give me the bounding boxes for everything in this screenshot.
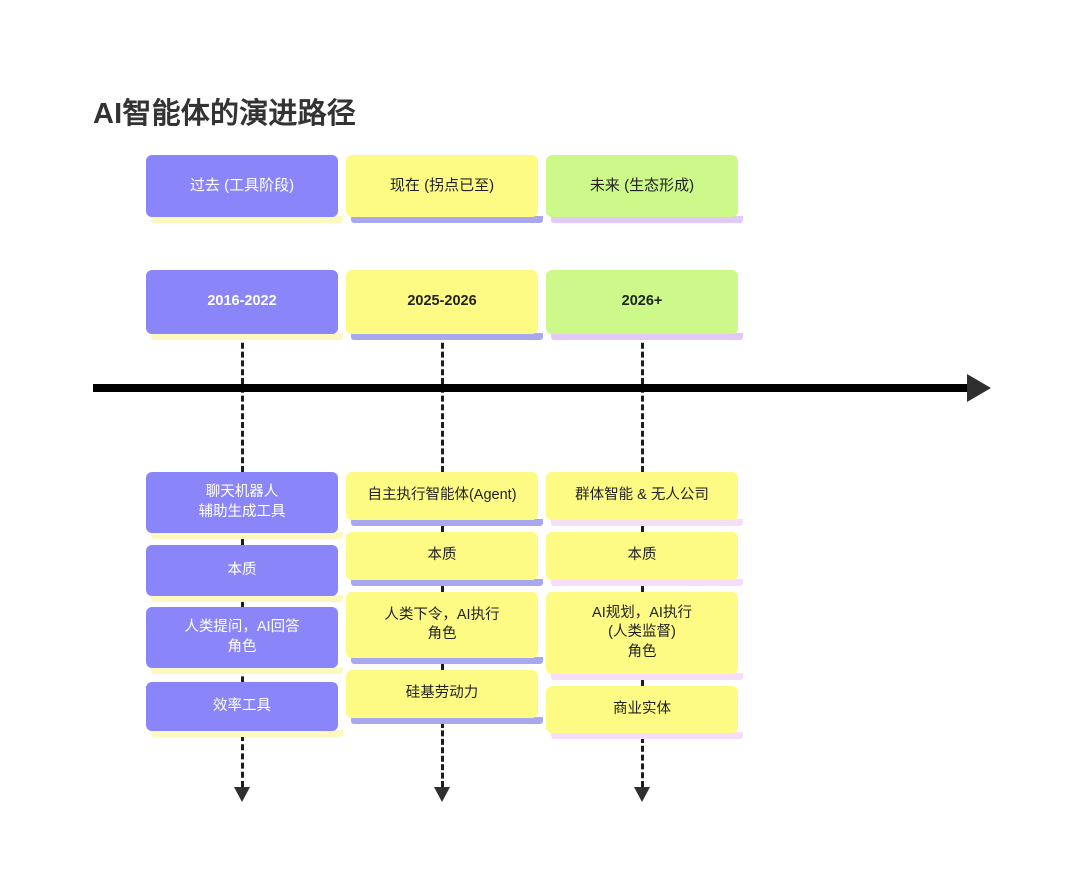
timeline-axis bbox=[93, 384, 973, 392]
dash-terminal-future-arrow-icon bbox=[634, 787, 650, 802]
date-card-present[interactable]: 2025-2026 bbox=[346, 270, 538, 334]
header-card-past[interactable]: 过去 (工具阶段) bbox=[146, 155, 338, 217]
content-card-shadow-future-1 bbox=[551, 519, 743, 526]
content-card-shadow-present-2 bbox=[351, 579, 543, 586]
content-card-shadow-present-1 bbox=[351, 519, 543, 526]
content-card-shadow-future-2 bbox=[551, 579, 743, 586]
header-card-future-label: 未来 (生态形成) bbox=[589, 177, 695, 195]
dash-terminal-present-arrow-icon bbox=[434, 787, 450, 802]
dash-connector-present-2 bbox=[440, 580, 444, 592]
content-card-present-2-label: 本质 bbox=[427, 547, 457, 564]
content-card-past-4-label: 效率工具 bbox=[213, 697, 271, 714]
content-card-present-1[interactable]: 自主执行智能体(Agent) bbox=[346, 472, 538, 520]
date-card-past-label: 2016-2022 bbox=[207, 293, 277, 310]
date-card-future-label: 2026+ bbox=[621, 293, 663, 310]
content-card-past-4[interactable]: 效率工具 bbox=[146, 682, 338, 731]
content-card-future-3[interactable]: AI规划，AI执行 (人类监督) 角色 bbox=[546, 592, 738, 674]
dash-connector-present-1 bbox=[440, 520, 444, 532]
content-card-present-4[interactable]: 硅基劳动力 bbox=[346, 670, 538, 718]
content-card-shadow-past-4 bbox=[151, 730, 343, 737]
date-card-present-label: 2025-2026 bbox=[407, 293, 477, 310]
header-card-present-label: 现在 (拐点已至) bbox=[389, 177, 495, 195]
content-card-future-3-label: AI规划，AI执行 (人类监督) 角色 bbox=[592, 605, 692, 660]
content-card-past-2-label: 本质 bbox=[227, 561, 257, 578]
content-card-shadow-present-3 bbox=[351, 657, 543, 664]
timeline-arrow-icon bbox=[967, 374, 991, 402]
dash-terminal-future bbox=[640, 737, 644, 787]
content-card-future-2[interactable]: 本质 bbox=[546, 532, 738, 580]
content-card-present-3-label: 人类下令，AI执行 角色 bbox=[384, 606, 500, 642]
dash-connector-future-2 bbox=[640, 580, 644, 592]
date-card-shadow-past bbox=[151, 333, 343, 340]
header-card-future[interactable]: 未来 (生态形成) bbox=[546, 155, 738, 217]
page-title: AI智能体的演进路径 bbox=[93, 98, 357, 130]
content-card-future-1-label: 群体智能 & 无人公司 bbox=[575, 487, 709, 504]
content-card-future-2-label: 本质 bbox=[627, 547, 657, 564]
header-card-shadow-past bbox=[151, 216, 343, 223]
content-card-shadow-future-4 bbox=[551, 732, 743, 739]
dash-connector-present-3 bbox=[440, 658, 444, 670]
date-card-shadow-future bbox=[551, 333, 743, 340]
date-card-shadow-present bbox=[351, 333, 543, 340]
date-card-future[interactable]: 2026+ bbox=[546, 270, 738, 334]
header-card-shadow-future bbox=[551, 216, 743, 223]
content-card-shadow-past-1 bbox=[151, 532, 343, 539]
header-card-past-label: 过去 (工具阶段) bbox=[189, 177, 295, 195]
content-card-present-3[interactable]: 人类下令，AI执行 角色 bbox=[346, 592, 538, 658]
dash-connector-future-3 bbox=[640, 674, 644, 686]
dash-connector-past-1 bbox=[240, 533, 244, 545]
content-card-shadow-past-3 bbox=[151, 667, 343, 674]
content-card-future-1[interactable]: 群体智能 & 无人公司 bbox=[546, 472, 738, 520]
dash-terminal-past bbox=[240, 735, 244, 787]
header-card-shadow-present bbox=[351, 216, 543, 223]
content-card-shadow-past-2 bbox=[151, 595, 343, 602]
dash-terminal-present bbox=[440, 722, 444, 787]
dash-connector-axis-future bbox=[640, 334, 644, 472]
content-card-shadow-present-4 bbox=[351, 717, 543, 724]
header-card-present[interactable]: 现在 (拐点已至) bbox=[346, 155, 538, 217]
dash-terminal-past-arrow-icon bbox=[234, 787, 250, 802]
content-card-future-4[interactable]: 商业实体 bbox=[546, 686, 738, 733]
dash-connector-axis-present bbox=[440, 334, 444, 472]
content-card-past-3-label: 人类提问，AI回答 角色 bbox=[184, 619, 300, 655]
dash-connector-past-3 bbox=[240, 668, 244, 682]
content-card-past-1-label: 聊天机器人 辅助生成工具 bbox=[198, 484, 286, 520]
content-card-shadow-future-3 bbox=[551, 673, 743, 680]
dash-connector-future-1 bbox=[640, 520, 644, 532]
content-card-past-1[interactable]: 聊天机器人 辅助生成工具 bbox=[146, 472, 338, 533]
content-card-present-2[interactable]: 本质 bbox=[346, 532, 538, 580]
date-card-past[interactable]: 2016-2022 bbox=[146, 270, 338, 334]
dash-connector-axis-past bbox=[240, 334, 244, 472]
content-card-future-4-label: 商业实体 bbox=[613, 700, 671, 717]
content-card-present-1-label: 自主执行智能体(Agent) bbox=[367, 487, 517, 504]
content-card-present-4-label: 硅基劳动力 bbox=[405, 685, 479, 702]
content-card-past-2[interactable]: 本质 bbox=[146, 545, 338, 596]
content-card-past-3[interactable]: 人类提问，AI回答 角色 bbox=[146, 607, 338, 668]
